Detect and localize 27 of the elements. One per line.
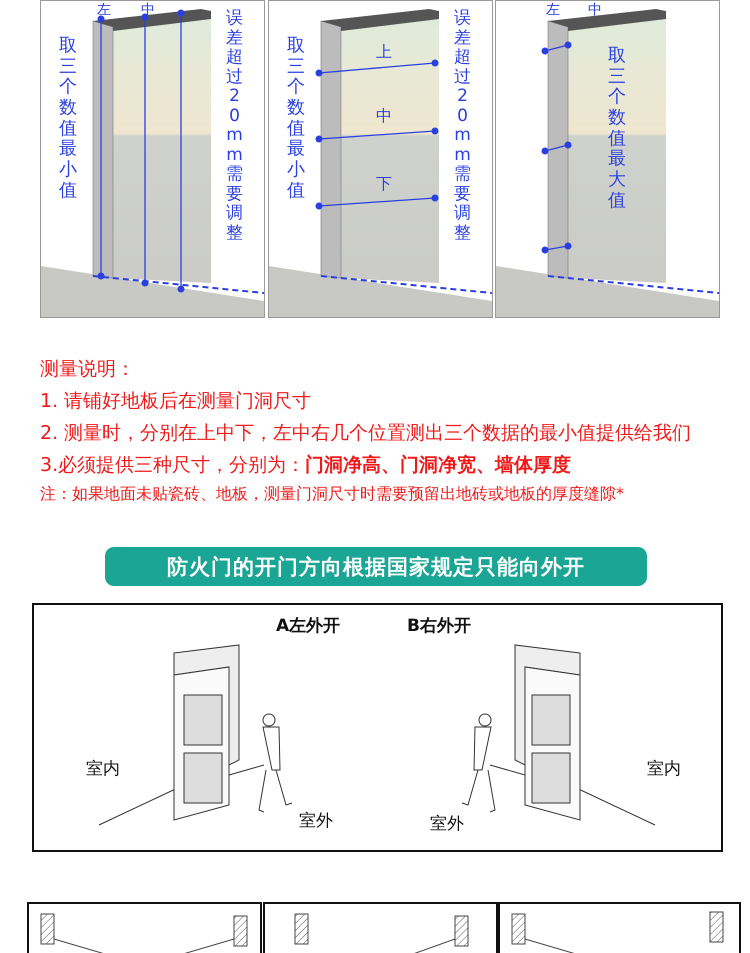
position-label: 左 — [97, 3, 111, 18]
instruction-note: 2. 测量时，分别在上中下，左中右几个位置测出三个数据的最小值提供给我们 — [40, 421, 692, 446]
position-label: 上 — [376, 43, 392, 61]
panel-heading: B右外开 — [407, 617, 471, 636]
vertical-annotation: 取三个数值最大值 — [608, 46, 626, 212]
instruction-note: 1. 请铺好地板后在测量门洞尺寸 — [40, 389, 312, 414]
door-swing-plan-drawing — [498, 902, 741, 953]
position-label: 中 — [141, 3, 155, 18]
position-label: 中 — [376, 107, 392, 125]
vertical-annotation: 取三个数值最小值 — [59, 36, 77, 202]
panel-heading: A左外开 — [276, 617, 340, 636]
position-label: 下 — [376, 175, 392, 193]
instruction-note: 测量说明： — [40, 357, 135, 382]
position-label: 左 — [546, 3, 560, 18]
area-label: 室外 — [299, 812, 333, 831]
vertical-annotation: 误差超过 20mm 需要调整 — [226, 9, 243, 244]
position-label: 中 — [588, 3, 602, 18]
instruction-note: 注：如果地面未贴瓷砖、地板，测量门洞尺寸时需要预留出地砖或地板的厚度缝隙* — [40, 484, 624, 505]
area-label: 室外 — [430, 815, 464, 834]
vertical-annotation: 取三个数值最小值 — [287, 36, 305, 202]
title-banner: 防火门的开门方向根据国家规定只能向外开 — [105, 547, 647, 586]
door-swing-plan-drawing — [27, 902, 262, 953]
area-label: 室内 — [86, 760, 120, 779]
instruction-note: 3.必须提供三种尺寸，分别为：门洞净高、门洞净宽、墙体厚度 — [40, 453, 572, 478]
vertical-annotation: 误差超过 20mm 需要调整 — [454, 9, 471, 244]
door-swing-plan-drawing — [263, 902, 498, 953]
area-label: 室内 — [647, 760, 681, 779]
